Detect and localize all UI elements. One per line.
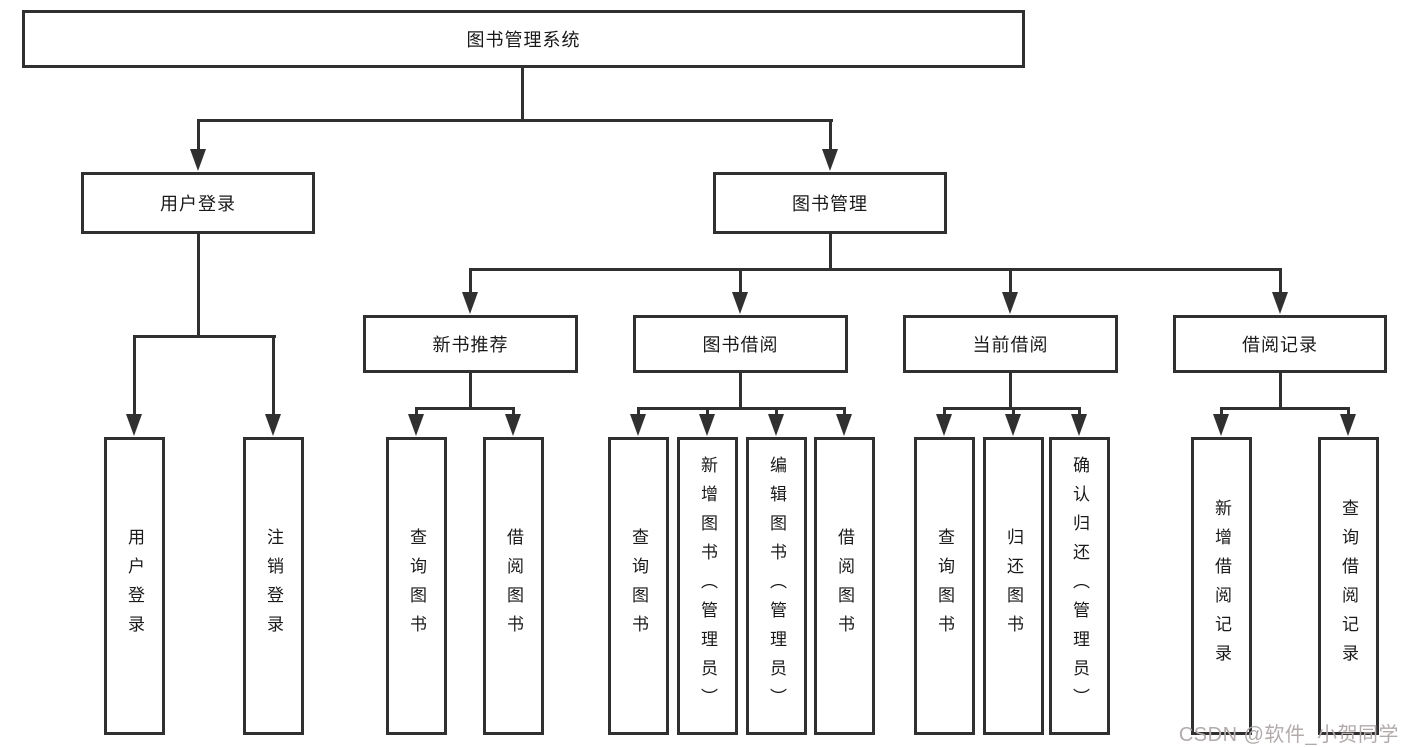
connector-root-stem	[521, 68, 524, 121]
connector-root-split	[197, 119, 833, 122]
node-root: 图书管理系统	[22, 10, 1025, 68]
connector-drop-confirm-return-admin	[1078, 407, 1081, 417]
node-leaf-query-books-current: 查询图书	[914, 437, 975, 735]
connector-drop-borrow-books-borrow	[843, 407, 846, 417]
connector-new-book-rec-stem	[469, 373, 472, 409]
node-leaf-edit-book-admin-label: 编辑图书（管理员）	[767, 455, 786, 717]
connector-drop-query-books-borrow	[637, 407, 640, 417]
node-leaf-query-books-rec: 查询图书	[386, 437, 447, 735]
connector-drop-add-book-admin	[706, 407, 709, 417]
node-leaf-add-borrow-record-label: 新增借阅记录	[1212, 499, 1231, 673]
node-root-label: 图书管理系统	[466, 30, 581, 50]
connector-drop-borrow-books-rec	[512, 407, 515, 417]
arrow-into-add-book-admin	[699, 414, 715, 436]
node-leaf-query-books-borrow-label: 查询图书	[629, 528, 648, 644]
node-leaf-user-login: 用户登录	[104, 437, 165, 735]
connector-current-borrowing-stem	[1009, 373, 1012, 409]
connector-drop-user-login	[197, 119, 200, 152]
connector-drop-leaf-user-login	[133, 335, 136, 417]
connector-drop-add-borrow-record	[1220, 407, 1223, 417]
connector-borrowing-records-stem	[1279, 373, 1282, 409]
arrow-into-query-borrow-record	[1340, 414, 1356, 436]
node-leaf-query-books-current-label: 查询图书	[935, 528, 954, 644]
arrow-into-current-borrowing	[1002, 292, 1018, 314]
connector-drop-borrowing-records	[1279, 268, 1282, 295]
arrow-into-edit-book-admin	[768, 414, 784, 436]
node-leaf-borrow-books-rec-label: 借阅图书	[504, 528, 523, 644]
node-user-login-label: 用户登录	[160, 194, 236, 214]
node-leaf-borrow-books-borrow-label: 借阅图书	[835, 528, 854, 644]
connector-drop-new-book-rec	[469, 268, 472, 295]
node-new-book-rec-label: 新书推荐	[432, 335, 509, 355]
node-book-mgmt: 图书管理	[713, 172, 947, 234]
connector-book-borrowing-stem	[739, 373, 742, 409]
connector-drop-query-books-current	[943, 407, 946, 417]
node-leaf-logout-label: 注销登录	[264, 528, 283, 644]
connector-user-login-split	[133, 335, 276, 338]
connector-new-book-rec-split	[415, 407, 515, 410]
node-leaf-return-books-label: 归还图书	[1004, 528, 1023, 644]
connector-drop-current-borrowing	[1009, 268, 1012, 295]
node-leaf-query-books-borrow: 查询图书	[608, 437, 669, 735]
arrow-into-new-book-rec	[462, 292, 478, 314]
node-leaf-return-books: 归还图书	[983, 437, 1044, 735]
node-book-borrowing: 图书借阅	[633, 315, 848, 373]
arrow-into-return-books	[1005, 414, 1021, 436]
connector-book-mgmt-split	[469, 268, 1282, 271]
connector-drop-book-mgmt	[829, 119, 832, 152]
watermark: CSDN @软件_小贺同学	[1178, 724, 1399, 746]
arrow-into-confirm-return-admin	[1071, 414, 1087, 436]
node-leaf-confirm-return-admin: 确认归还（管理员）	[1049, 437, 1110, 735]
node-borrowing-records: 借阅记录	[1173, 315, 1387, 373]
connector-drop-query-books-rec	[415, 407, 418, 417]
connector-book-borrowing-split	[637, 407, 846, 410]
connector-user-login-stem	[197, 234, 200, 338]
node-leaf-user-login-label: 用户登录	[125, 528, 144, 644]
node-leaf-add-book-admin: 新增图书（管理员）	[677, 437, 738, 735]
node-leaf-logout: 注销登录	[243, 437, 304, 735]
arrow-into-add-borrow-record	[1213, 414, 1229, 436]
connector-borrowing-records-split	[1220, 407, 1350, 410]
node-leaf-add-borrow-record: 新增借阅记录	[1191, 437, 1252, 735]
node-leaf-borrow-books-rec: 借阅图书	[483, 437, 544, 735]
node-leaf-borrow-books-borrow: 借阅图书	[814, 437, 875, 735]
connector-drop-book-borrowing	[739, 268, 742, 295]
node-new-book-rec: 新书推荐	[363, 315, 578, 373]
arrow-into-book-mgmt	[822, 149, 838, 171]
node-leaf-query-borrow-record-label: 查询借阅记录	[1339, 499, 1358, 673]
connector-drop-return-books	[1012, 407, 1015, 417]
arrow-into-book-borrowing	[732, 292, 748, 314]
arrow-into-borrowing-records	[1272, 292, 1288, 314]
arrow-into-user-login	[190, 149, 206, 171]
node-leaf-confirm-return-admin-label: 确认归还（管理员）	[1070, 455, 1089, 717]
arrow-into-query-books-rec	[408, 414, 424, 436]
node-borrowing-records-label: 借阅记录	[1242, 335, 1318, 355]
connector-drop-leaf-logout	[272, 335, 275, 417]
arrow-into-query-books-current	[936, 414, 952, 436]
node-leaf-edit-book-admin: 编辑图书（管理员）	[746, 437, 807, 735]
connector-drop-query-borrow-record	[1347, 407, 1350, 417]
node-leaf-query-books-rec-label: 查询图书	[407, 528, 426, 644]
arrow-into-query-books-borrow	[630, 414, 646, 436]
node-leaf-add-book-admin-label: 新增图书（管理员）	[698, 455, 717, 717]
node-current-borrowing: 当前借阅	[903, 315, 1118, 373]
arrow-into-borrow-books-rec	[505, 414, 521, 436]
node-book-mgmt-label: 图书管理	[792, 194, 868, 214]
node-user-login: 用户登录	[81, 172, 315, 234]
node-leaf-query-borrow-record: 查询借阅记录	[1318, 437, 1379, 735]
arrow-into-leaf-user-login	[126, 414, 142, 436]
node-current-borrowing-label: 当前借阅	[972, 335, 1049, 355]
node-book-borrowing-label: 图书借阅	[702, 335, 779, 355]
connector-book-mgmt-stem	[829, 234, 832, 270]
arrow-into-leaf-logout	[265, 414, 281, 436]
arrow-into-borrow-books-borrow	[836, 414, 852, 436]
connector-drop-edit-book-admin	[775, 407, 778, 417]
